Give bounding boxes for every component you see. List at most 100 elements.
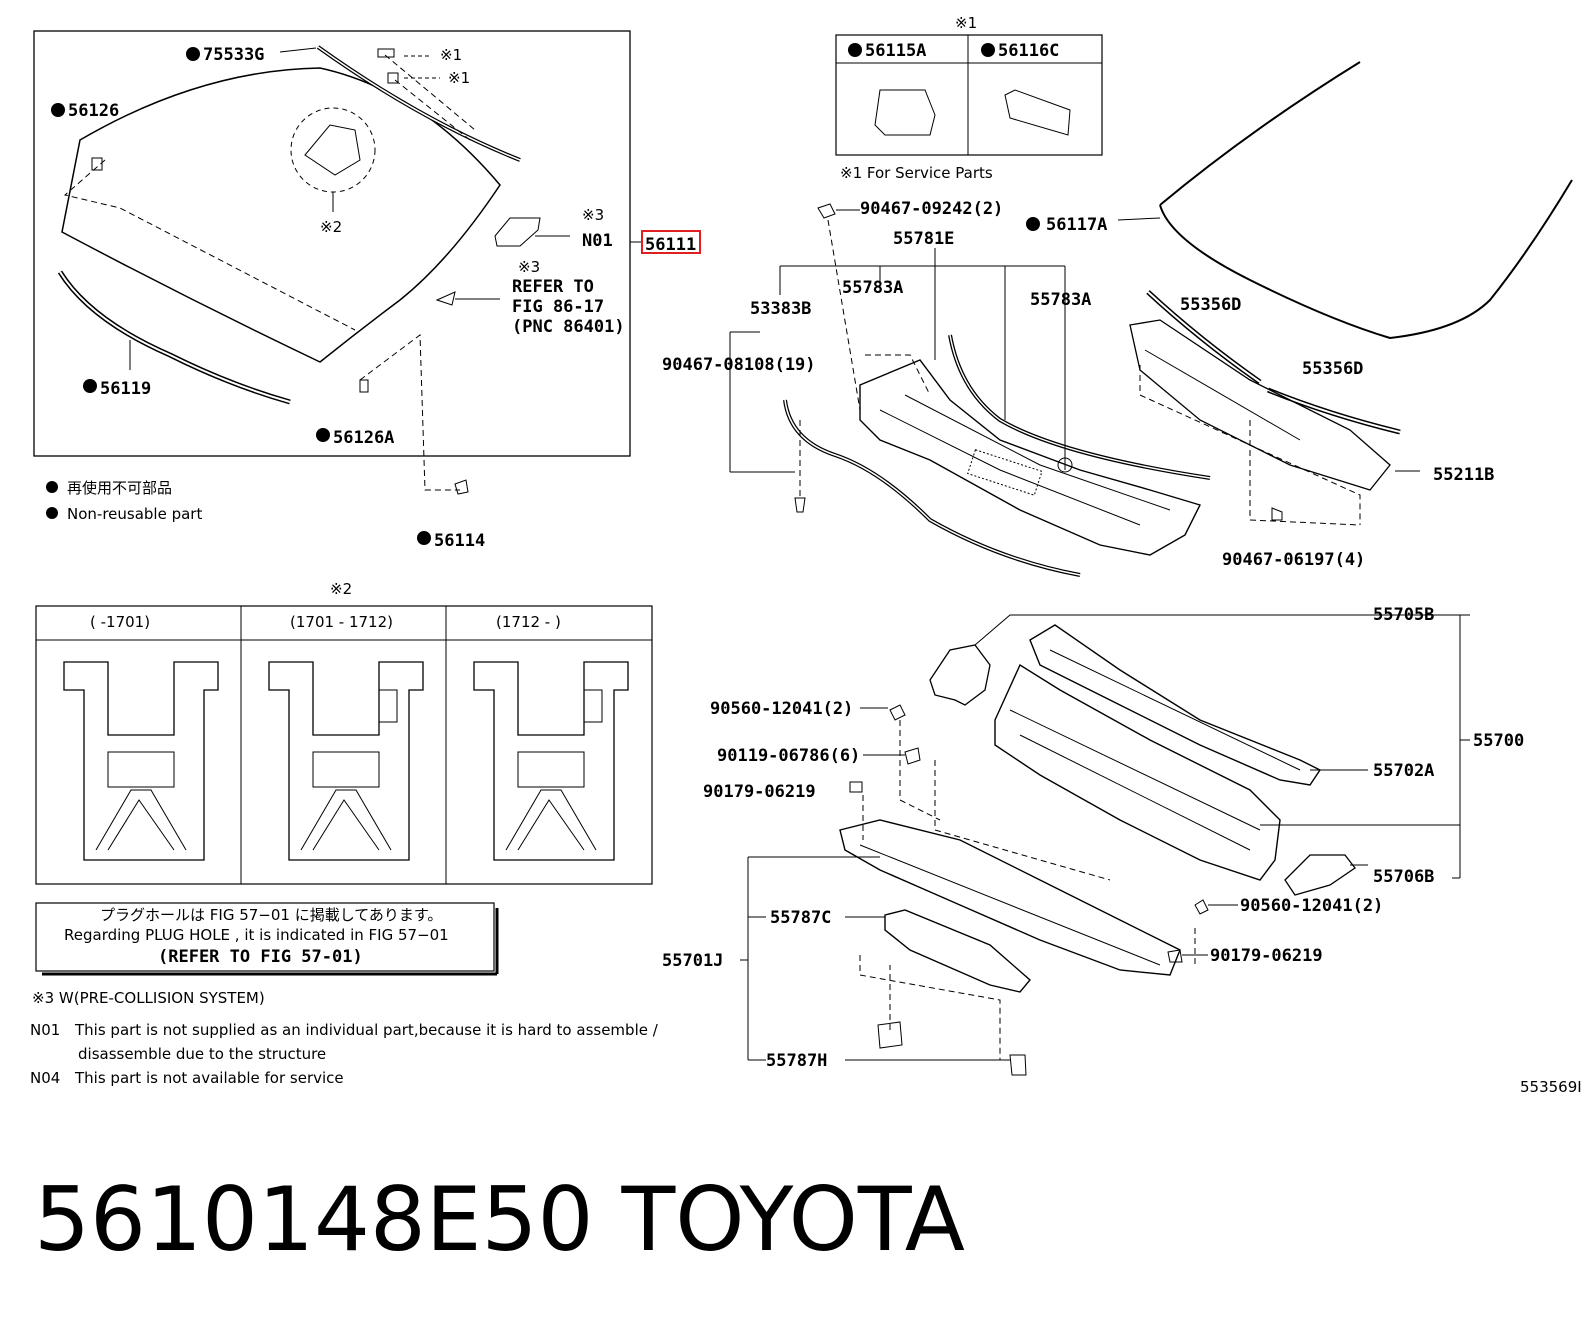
label-55783A-left: 55783A: [842, 278, 903, 298]
stopper-56126A: [359, 379, 369, 393]
roof-glass-edge: [1159, 61, 1361, 206]
label-55705B: 55705B: [1373, 605, 1434, 625]
variant-header-3: (1712 - ): [496, 613, 561, 631]
windshield-glass: [61, 67, 501, 363]
windshield-panel-frame: [33, 30, 631, 457]
label-55781E: 55781E: [893, 229, 954, 249]
figure-id: 553569I: [1520, 1078, 1582, 1096]
label-56114: 56114: [434, 531, 485, 551]
mark-3-sensor: ※3: [582, 206, 604, 224]
label-55783A-right: 55783A: [1030, 290, 1091, 310]
label-56117A: 56117A: [1046, 215, 1107, 235]
label-56111[interactable]: 56111: [645, 235, 696, 255]
label-55356D-b: 55356D: [1302, 359, 1363, 379]
mark-3-refer: ※3: [518, 258, 540, 276]
label-90179-06219-a: 90179-06219: [703, 782, 816, 802]
label-N01: N01: [582, 231, 613, 251]
cowl-panel-55211B: [1129, 319, 1391, 491]
label-55787H: 55787H: [766, 1051, 827, 1071]
cowl-panel-55700: [994, 663, 1281, 881]
service-parts-table: [835, 34, 1103, 156]
highlight-box-56111: [641, 230, 701, 254]
cowl-top-55702A: [1029, 624, 1322, 786]
footnote-n01-code: N01: [30, 1021, 60, 1039]
legend-jp: 再使用不可部品: [67, 479, 172, 497]
variant-sensor-connector-2: [378, 689, 398, 723]
label-55701J: 55701J: [662, 951, 723, 971]
refer-line-3: (PNC 86401): [512, 317, 625, 337]
sensor-bracket: [494, 217, 541, 247]
weatherstrip-55356D-2: [1267, 387, 1401, 435]
footnote-n01-line1: This part is not supplied as an individu…: [74, 1021, 659, 1039]
mark-2-windshield: ※2: [320, 218, 342, 236]
footnote-n04: This part is not available for service: [74, 1069, 344, 1087]
windshield-outline: [1159, 179, 1573, 340]
service-note: ※1 For Service Parts: [840, 164, 993, 182]
label-90467-09242: 90467-09242(2): [860, 199, 1003, 219]
label-90119-06786: 90119-06786(6): [717, 746, 860, 766]
footnote-pcs: ※3 W(PRE-COLLISION SYSTEM): [32, 989, 265, 1007]
label-90560-12041-a: 90560-12041(2): [710, 699, 853, 719]
label-55702A: 55702A: [1373, 761, 1434, 781]
hose-53383B: [783, 399, 1081, 577]
footnote-n04-code: N04: [30, 1069, 60, 1087]
label-90179-06219-b: 90179-06219: [1210, 946, 1323, 966]
label-90467-08108: 90467-08108(19): [662, 355, 816, 375]
label-75533G: 75533G: [203, 45, 264, 65]
legend-en: Non-reusable part: [67, 505, 202, 523]
clip-56116C: [1004, 89, 1071, 136]
variant-header-2: (1701 - 1712): [290, 613, 393, 631]
variant-bracket-2: [268, 661, 424, 861]
label-55787C: 55787C: [770, 908, 831, 928]
seal-plate-55787C: [884, 909, 1031, 993]
variant-window-3: [517, 751, 585, 788]
label-56126: 56126: [68, 101, 119, 121]
refer-line-1: REFER TO: [512, 277, 594, 297]
variant-mount-3: [505, 789, 597, 851]
label-53383B: 53383B: [750, 299, 811, 319]
bracket-55706B: [1284, 854, 1356, 896]
variant-mount-1: [95, 789, 187, 851]
clip-55787H: [877, 1021, 903, 1049]
plug-note-jp: プラグホールは FIG 57−01 に掲載してあります。: [100, 906, 442, 924]
variant-sensor-connector-3: [583, 689, 603, 723]
variant-window-1: [107, 751, 175, 788]
bracket-detail-circle: [290, 107, 376, 193]
label-56115A: 56115A: [865, 41, 926, 61]
bracket-55705B: [929, 644, 991, 706]
variant-mount-2: [300, 789, 392, 851]
label-56119: 56119: [100, 379, 151, 399]
part-number-title: 5610148E50 TOYOTA: [34, 1168, 965, 1271]
label-55356D-a: 55356D: [1180, 295, 1241, 315]
upper-molding: [316, 45, 521, 162]
label-90560-12041-b: 90560-12041(2): [1240, 896, 1383, 916]
plug-note-ref: (REFER TO FIG 57-01): [158, 947, 363, 967]
stopper-56126: [91, 157, 103, 171]
refer-line-2: FIG 86-17: [512, 297, 604, 317]
label-56126A: 56126A: [333, 428, 394, 448]
variants-table: [35, 605, 653, 885]
label-90467-06197: 90467-06197(4): [1222, 550, 1365, 570]
mark-2-table: ※2: [330, 580, 352, 598]
label-55706B: 55706B: [1373, 867, 1434, 887]
mark-1-table: ※1: [955, 14, 977, 32]
mark-service-1a: ※1: [440, 46, 462, 64]
footnote-n01-line2: disassemble due to the structure: [78, 1045, 326, 1063]
plug-hole-note-box: [35, 902, 495, 972]
variant-bracket-1: [63, 661, 219, 861]
label-55700: 55700: [1473, 731, 1524, 751]
cowl-louver-55781E: [859, 359, 1201, 556]
clip-56115A: [874, 89, 936, 136]
mark-service-1b: ※1: [448, 69, 470, 87]
label-56116C: 56116C: [998, 41, 1059, 61]
plug-note-en: Regarding PLUG HOLE , it is indicated in…: [64, 926, 449, 944]
variant-bracket-drawings: [63, 661, 629, 861]
clip-part-a: [377, 48, 395, 58]
variant-bracket-3: [473, 661, 629, 861]
label-55211B: 55211B: [1433, 465, 1494, 485]
clip-56114: [454, 479, 469, 495]
variant-window-2: [312, 751, 380, 788]
seal-55783A: [948, 334, 1211, 480]
